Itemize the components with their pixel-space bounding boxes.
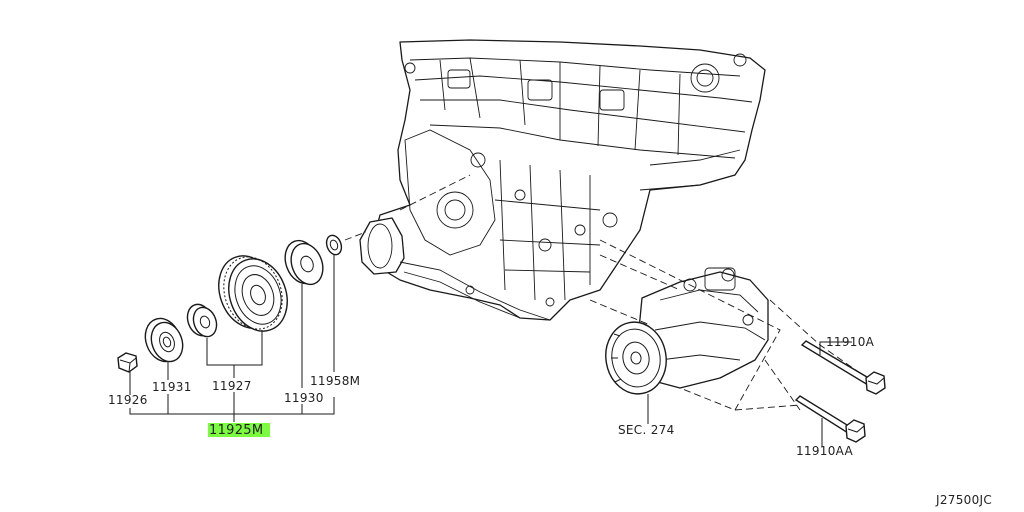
crank-alignment-line-2 <box>399 174 471 211</box>
bolt-11910aa-illustration <box>794 395 866 443</box>
washer-11930-illustration <box>284 239 324 286</box>
crank-alignment-line <box>344 231 367 241</box>
bolt-11926-illustration <box>117 352 138 373</box>
part-label-11926[interactable]: 11926 <box>108 393 148 407</box>
section-label-sec274[interactable]: SEC. 274 <box>618 423 675 437</box>
spacer-ring-illustration <box>186 303 218 338</box>
part-highlight-11925m <box>208 423 270 437</box>
pulley-11931-illustration <box>144 317 184 363</box>
part-label-11958m[interactable]: 11958M <box>310 374 360 388</box>
part-label-11931[interactable]: 11931 <box>152 380 192 394</box>
part-label-11910aa[interactable]: 11910AA <box>796 444 854 458</box>
engine-block-illustration <box>359 39 766 321</box>
part-label-11925m[interactable]: 11925M <box>209 423 263 438</box>
part-label-11927[interactable]: 11927 <box>212 379 252 393</box>
part-label-11930[interactable]: 11930 <box>284 391 324 405</box>
part-label-11910a[interactable]: 11910A <box>826 335 875 349</box>
crank-pulley-11927-illustration <box>218 255 288 332</box>
leader-lines <box>129 255 852 446</box>
seal-11958m-illustration <box>325 234 343 256</box>
diagram-reference-code: J27500JC <box>935 493 992 507</box>
ac-compressor-illustration <box>605 267 769 395</box>
